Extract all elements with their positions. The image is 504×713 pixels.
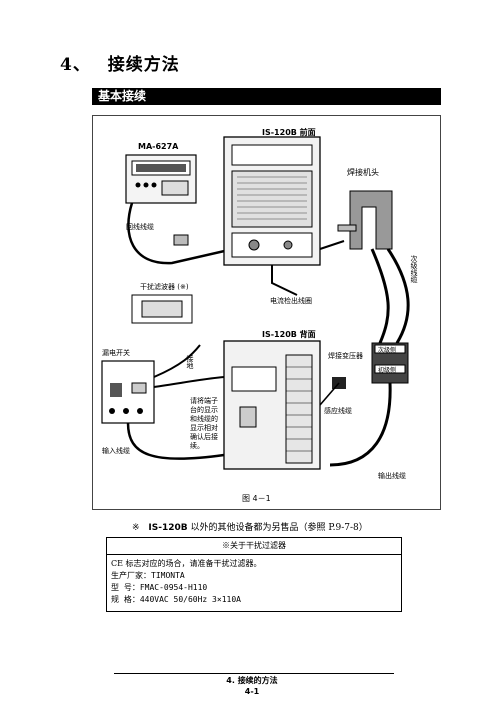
- current-detect-label: 电流检出线圈: [270, 296, 312, 305]
- instruction-text: 请将端子 台的显示 和线缆的 显示相对 确认后接 续。: [190, 396, 220, 450]
- monitor-model-label: MA-627A: [138, 142, 179, 151]
- controller-back: [223, 340, 321, 470]
- monitor-cable-label: 回线线缆: [126, 222, 154, 231]
- section-heading: 4、 接续方法: [60, 50, 180, 75]
- note-text: 以外的其他设备都为另售品（参照 P.9-7-8）: [190, 523, 368, 533]
- front-title: IS-120B 前面: [262, 127, 316, 137]
- weld-head: [337, 190, 393, 250]
- connection-diagram: MA-627A 回线线缆 IS-120B 前面 焊接机头 次级线缆 电流检出线: [92, 115, 441, 510]
- primary-side-label: 初级侧: [378, 366, 396, 374]
- back-title: IS-120B 背面: [262, 329, 316, 339]
- note-model: IS-120B: [148, 523, 188, 533]
- note-mark: ※: [132, 523, 140, 533]
- notice-line-4: 规 格：440VAC 50/60Hz 3×110A: [111, 595, 241, 604]
- footer-title: 4. 接续的方法: [226, 676, 278, 685]
- notice-line-2: 生产厂家：TIMONTA: [111, 571, 185, 580]
- leakage-breaker: [101, 360, 155, 424]
- weld-head-label: 焊接机头: [347, 167, 379, 177]
- section-number: 4、: [60, 55, 91, 75]
- page-number: 4-1: [244, 687, 260, 696]
- notice-line-3: 型 号：FMAC-0954-H110: [111, 583, 208, 592]
- note-line: ※ IS-120B 以外的其他设备都为另售品（参照 P.9-7-8）: [132, 520, 368, 533]
- output-cable-label: 输出线缆: [378, 471, 406, 480]
- noise-filter: [131, 294, 193, 324]
- footer-rule: [114, 673, 394, 674]
- transformer-label: 焊接变压器: [328, 351, 363, 360]
- subsection-banner: 基本接续: [92, 88, 441, 105]
- figure-caption: 图 4－1: [242, 494, 271, 503]
- welding-transformer: 次级侧 初级侧: [371, 342, 409, 384]
- ground-label: 接地: [186, 354, 194, 369]
- notice-line-1: CE 标志对应的场合，请准备干扰过滤器。: [111, 559, 262, 568]
- notice-header: ※关于干扰过滤器: [107, 538, 401, 555]
- secondary-side-label: 次级侧: [378, 346, 396, 354]
- section-title: 接续方法: [107, 55, 180, 75]
- secondary-cable-label: 次级线缆: [410, 254, 418, 284]
- monitor-device: [125, 154, 197, 204]
- leakage-switch-label: 漏电开关: [102, 348, 130, 357]
- input-cable-label: 输入线缆: [102, 446, 130, 455]
- noise-filter-notice: ※关于干扰过滤器 CE 标志对应的场合，请准备干扰过滤器。 生产厂家：TIMON…: [106, 537, 402, 612]
- filter-label: 干扰滤波器 (※): [140, 282, 189, 291]
- sense-cable-label: 感应线缆: [324, 406, 352, 415]
- controller-front: [223, 136, 321, 266]
